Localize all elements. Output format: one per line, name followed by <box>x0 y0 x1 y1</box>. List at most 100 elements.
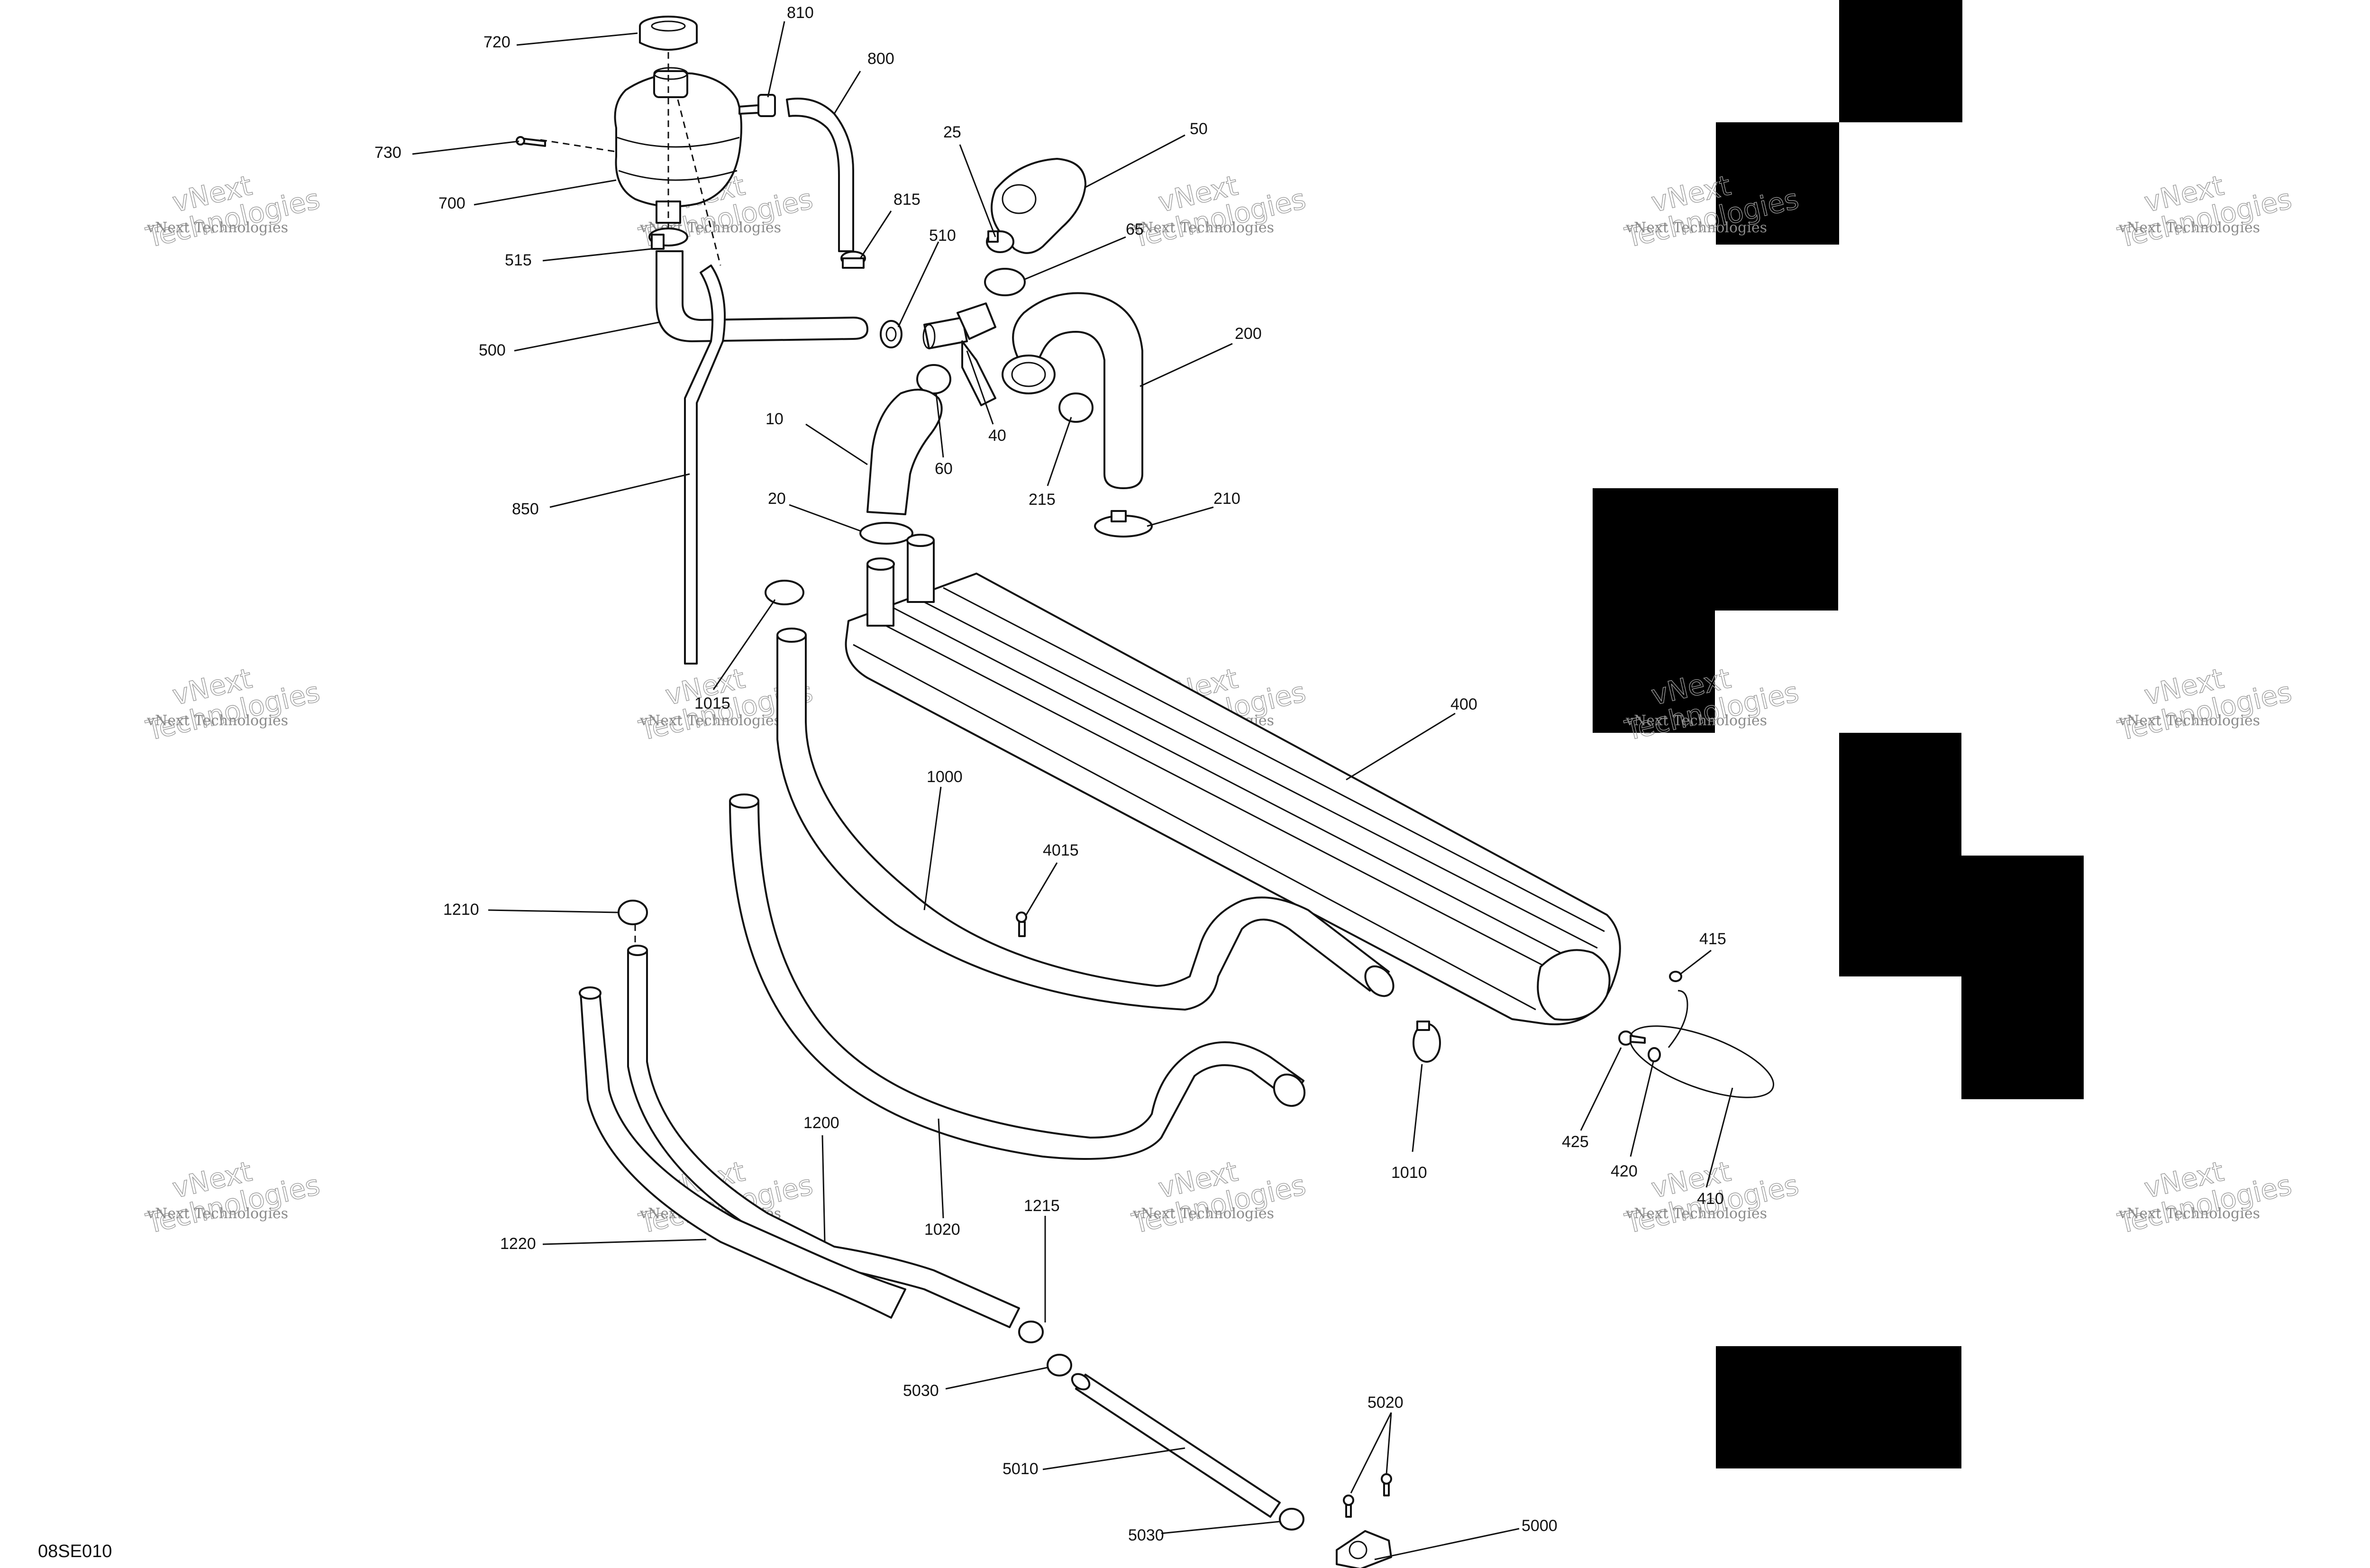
hose-500 <box>656 250 868 342</box>
redaction-blocks <box>1593 0 2084 1468</box>
watermark: vNext Technologies vNext Technologies <box>2115 169 2295 254</box>
watermark: vNext Technologies vNext Technologies <box>143 662 323 747</box>
watermark-small: vNext Technologies <box>1625 1205 1767 1222</box>
watermark-small: vNext Technologies <box>1132 219 1274 236</box>
watermark-small: vNext Technologies <box>2118 712 2260 729</box>
redaction-block <box>1839 733 1961 976</box>
callout-label: 515 <box>505 251 532 269</box>
callout-label: 5020 <box>1367 1394 1404 1412</box>
bracket <box>1336 1530 1392 1568</box>
heat-exchanger <box>845 534 1621 1025</box>
tube-5010 <box>1075 1374 1281 1518</box>
hose-1200 <box>627 949 1020 1328</box>
clamp <box>1413 1021 1441 1063</box>
watermark-small: vNext Technologies <box>2118 219 2260 236</box>
callout-label: 1000 <box>927 768 963 786</box>
redaction-block <box>1716 122 1839 245</box>
clamp <box>840 251 866 269</box>
watermark-small: vNext Technologies <box>146 219 288 236</box>
callout-label: 25 <box>943 123 961 141</box>
callout-label: 4015 <box>1043 841 1079 859</box>
screw <box>1016 912 1027 937</box>
watermark: vNext Technologies vNext Technologies <box>1129 1155 1309 1240</box>
callout-label: 1220 <box>500 1235 536 1253</box>
callout-label: 40 <box>988 427 1006 445</box>
callout-label: 5010 <box>1003 1460 1039 1478</box>
fitting-tee <box>922 302 996 406</box>
screw <box>1343 1495 1354 1518</box>
reservoir-cap <box>639 16 698 51</box>
clamp <box>984 268 1026 296</box>
clamp <box>765 580 804 605</box>
callout-label: 215 <box>1029 491 1056 509</box>
hose-1220 <box>580 992 906 1319</box>
clamp <box>648 228 688 250</box>
hose-200 <box>1012 292 1143 489</box>
watermark-small: vNext Technologies <box>639 712 781 729</box>
callout-label: 410 <box>1697 1190 1724 1208</box>
overflow-hose <box>684 264 726 665</box>
watermark-small: vNext Technologies <box>1625 712 1767 729</box>
callout-label: 210 <box>1213 490 1240 508</box>
watermark: vNext Technologies vNext Technologies <box>143 169 323 254</box>
callout-label: 10 <box>766 410 784 428</box>
redaction-block <box>1839 0 1962 122</box>
watermark: vNext Technologies vNext Technologies <box>2115 662 2295 747</box>
callout-label: 60 <box>935 460 953 478</box>
redaction-block <box>1593 488 1838 611</box>
callout-label: 50 <box>1190 120 1208 138</box>
callout-label: 700 <box>438 194 465 212</box>
callout-label: 415 <box>1699 930 1726 948</box>
parts <box>516 16 1775 1568</box>
watermark-small: vNext Technologies <box>2118 1205 2260 1222</box>
callout-label: 850 <box>512 500 539 518</box>
callout-label: 1020 <box>924 1221 960 1239</box>
watermark: vNext Technologies vNext Technologies <box>1129 169 1309 254</box>
callout-label: 1015 <box>694 694 730 712</box>
callout-label: 425 <box>1562 1133 1589 1151</box>
clamp <box>859 522 913 545</box>
callout-label: 815 <box>893 191 921 209</box>
hose-800 <box>786 98 854 252</box>
callout-label: 5030 <box>1128 1526 1164 1544</box>
watermark-small: vNext Technologies <box>146 712 288 729</box>
callout-label: 400 <box>1450 695 1477 713</box>
callout-label: 1215 <box>1024 1197 1060 1215</box>
clamp <box>1047 1354 1072 1377</box>
callout-label: 5000 <box>1522 1517 1558 1535</box>
clamp <box>1018 1321 1044 1343</box>
callout-label: 720 <box>483 33 510 51</box>
callout-label: 5030 <box>903 1382 939 1400</box>
callout-label: 800 <box>867 50 894 68</box>
washer <box>1648 1047 1661 1062</box>
fitting <box>738 94 776 117</box>
callout-label: 20 <box>768 490 786 508</box>
clamp <box>618 900 648 925</box>
screw <box>516 136 546 147</box>
screw <box>1381 1473 1392 1496</box>
clamp <box>880 320 902 348</box>
hose-1000 <box>776 634 1390 1011</box>
callout-label: 1010 <box>1391 1164 1427 1182</box>
callout-label: 500 <box>479 341 506 359</box>
clamp <box>1058 392 1094 423</box>
watermark-small: vNext Technologies <box>146 1205 288 1222</box>
callout-label: 730 <box>374 144 401 162</box>
callout-label: 1210 <box>443 901 479 919</box>
redaction-block <box>1961 856 2084 1099</box>
expansion-tank <box>614 67 742 224</box>
hose-1020 <box>729 800 1304 1160</box>
bolt <box>1618 1030 1646 1046</box>
watermark-small: vNext Technologies <box>1625 219 1767 236</box>
clamp <box>1094 510 1153 538</box>
callout-label: 65 <box>1126 220 1144 238</box>
watermark-small: vNext Technologies <box>1132 1205 1274 1222</box>
callout-label: 810 <box>787 4 814 22</box>
callout-labels: 720 810 800 730 700 815 515 500 850 25 5… <box>374 4 1726 1544</box>
watermark: vNext Technologies vNext Technologies <box>1622 1155 1802 1240</box>
callout-label: 510 <box>929 227 956 245</box>
leader-lines <box>412 21 1733 1560</box>
callout-label: 200 <box>1235 325 1262 343</box>
diagram-code: 08SE010 <box>38 1541 112 1561</box>
